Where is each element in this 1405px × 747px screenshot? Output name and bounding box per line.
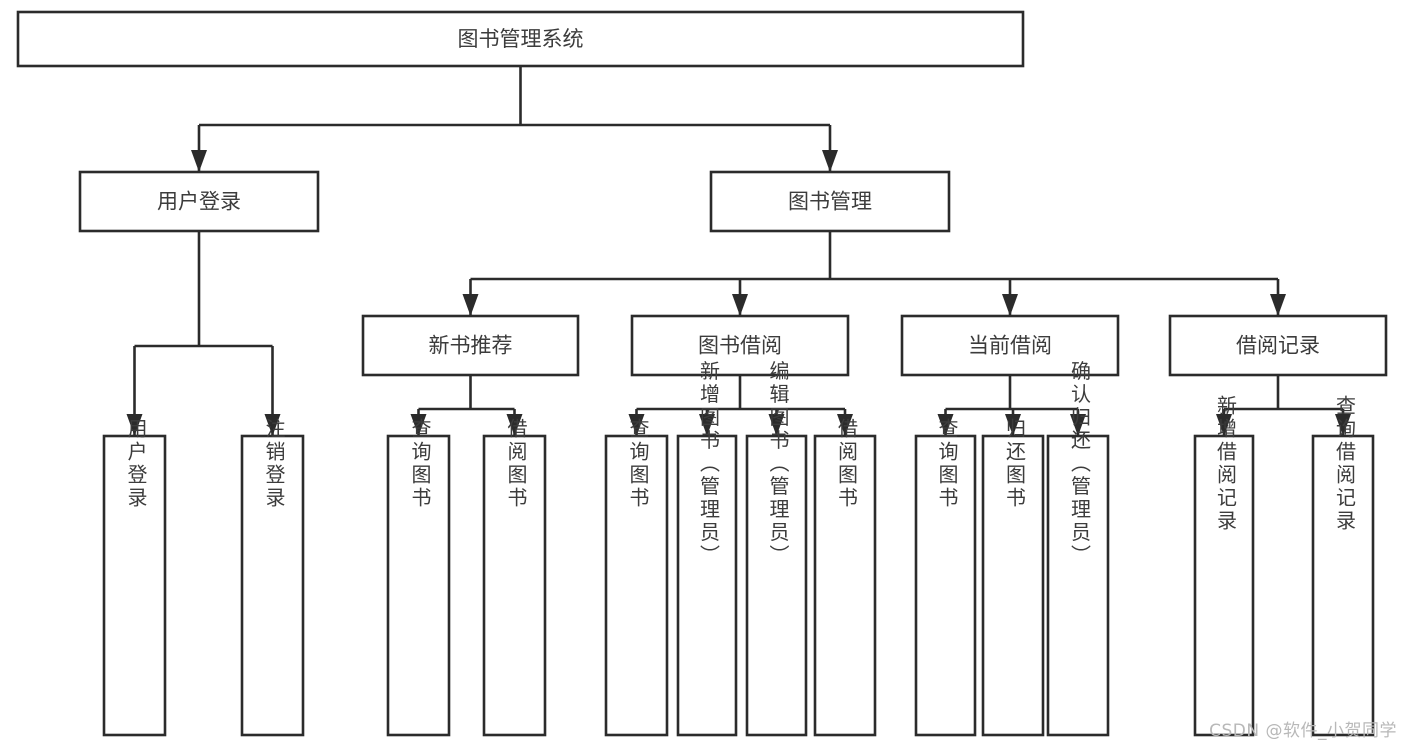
node-label: 查询图书 xyxy=(935,418,959,510)
arrow-icon-current-borrow xyxy=(1002,294,1018,316)
node-box[interactable] xyxy=(1046,434,1110,737)
node-leaf-return-book[interactable]: 归还图书 xyxy=(981,418,1045,737)
arrow-icon-borrow-record xyxy=(1270,294,1286,316)
node-label: 确认归还（管理员） xyxy=(1068,360,1092,567)
node-label: 图书管理 xyxy=(788,190,872,214)
arrow-icon-user-login xyxy=(191,150,207,172)
node-label: 查询图书 xyxy=(408,418,432,510)
node-label: 用户登录 xyxy=(157,190,241,214)
node-box[interactable] xyxy=(676,434,738,737)
node-leaf-user-login[interactable]: 用户登录 xyxy=(102,418,167,737)
connector-layer xyxy=(126,66,1351,436)
arrow-icon-book-borrow xyxy=(732,294,748,316)
node-box[interactable] xyxy=(386,434,451,737)
node-leaf-confirm-return[interactable]: 确认归还（管理员） xyxy=(1046,360,1110,737)
node-current-borrow[interactable]: 当前借阅 xyxy=(900,314,1120,377)
node-box[interactable] xyxy=(709,170,951,233)
node-label: 图书管理系统 xyxy=(458,27,584,51)
node-leaf-query-book[interactable]: 查询图书 xyxy=(604,418,669,737)
node-layer: 图书管理系统用户登录图书管理新书推荐图书借阅当前借阅借阅记录用户登录注销登录查询… xyxy=(16,10,1388,737)
node-leaf-add-book[interactable]: 新增图书（管理员） xyxy=(676,360,738,737)
node-label: 借阅图书 xyxy=(835,418,859,510)
node-box[interactable] xyxy=(1193,434,1255,737)
node-label: 查询图书 xyxy=(626,418,650,510)
node-label: 注销登录 xyxy=(262,418,286,510)
arrow-icon-leaf-query-book xyxy=(628,414,645,436)
node-box[interactable] xyxy=(16,10,1025,68)
node-label: 归还图书 xyxy=(1003,418,1027,510)
arrow-icon-leaf-query-record xyxy=(1335,414,1351,436)
node-label: 借阅图书 xyxy=(504,418,528,510)
node-label: 新增图书（管理员） xyxy=(697,360,721,567)
arrow-icon-leaf-query-book-rec xyxy=(410,414,427,436)
node-box[interactable] xyxy=(102,434,167,737)
node-box[interactable] xyxy=(630,314,850,377)
node-book-manage[interactable]: 图书管理 xyxy=(709,170,951,233)
node-leaf-add-record[interactable]: 新增借阅记录 xyxy=(1193,395,1255,737)
node-leaf-query-book-rec[interactable]: 查询图书 xyxy=(386,418,451,737)
arrow-icon-leaf-return-book xyxy=(1005,414,1021,436)
node-box[interactable] xyxy=(745,434,808,737)
node-label: 查询借阅记录 xyxy=(1333,395,1357,533)
node-leaf-borrow-book-rec[interactable]: 借阅图书 xyxy=(482,418,547,737)
node-box[interactable] xyxy=(981,434,1045,737)
node-box[interactable] xyxy=(900,314,1120,377)
arrow-icon-leaf-user-logout xyxy=(264,414,281,436)
node-user-login[interactable]: 用户登录 xyxy=(78,170,320,233)
node-leaf-query-book-cur[interactable]: 查询图书 xyxy=(914,418,977,737)
arrow-icon-leaf-edit-book xyxy=(768,414,785,436)
arrow-icon-new-book-rec xyxy=(462,294,479,316)
node-label: 当前借阅 xyxy=(968,334,1052,358)
node-label: 图书借阅 xyxy=(698,334,782,358)
node-box[interactable] xyxy=(1168,314,1388,377)
node-box[interactable] xyxy=(482,434,547,737)
node-label: 借阅记录 xyxy=(1236,334,1320,358)
arrow-icon-leaf-query-book-cur xyxy=(937,414,954,436)
node-label: 编辑图书（管理员） xyxy=(766,360,790,567)
node-root[interactable]: 图书管理系统 xyxy=(16,10,1025,68)
node-leaf-borrow-book[interactable]: 借阅图书 xyxy=(813,418,877,737)
node-leaf-edit-book[interactable]: 编辑图书（管理员） xyxy=(745,360,808,737)
arrow-icon-leaf-borrow-book-rec xyxy=(506,414,523,436)
node-borrow-record[interactable]: 借阅记录 xyxy=(1168,314,1388,377)
node-book-borrow[interactable]: 图书借阅 xyxy=(630,314,850,377)
node-box[interactable] xyxy=(813,434,877,737)
node-box[interactable] xyxy=(240,434,305,737)
node-box[interactable] xyxy=(604,434,669,737)
node-box[interactable] xyxy=(1311,434,1375,737)
node-box[interactable] xyxy=(914,434,977,737)
node-new-book-rec[interactable]: 新书推荐 xyxy=(361,314,580,377)
arrow-icon-leaf-confirm-return xyxy=(1070,414,1086,436)
node-box[interactable] xyxy=(78,170,320,233)
node-label: 新增借阅记录 xyxy=(1214,395,1238,533)
node-box[interactable] xyxy=(361,314,580,377)
node-leaf-user-logout[interactable]: 注销登录 xyxy=(240,418,305,737)
arrow-icon-leaf-add-book xyxy=(699,414,715,436)
arrow-icon-leaf-add-record xyxy=(1216,414,1232,436)
node-leaf-query-record[interactable]: 查询借阅记录 xyxy=(1311,395,1375,737)
arrow-icon-leaf-user-login xyxy=(126,414,143,436)
arrow-icon-leaf-borrow-book xyxy=(837,414,853,436)
arrow-icon-book-manage xyxy=(822,150,838,172)
node-label: 用户登录 xyxy=(124,418,148,510)
node-label: 新书推荐 xyxy=(429,334,513,358)
